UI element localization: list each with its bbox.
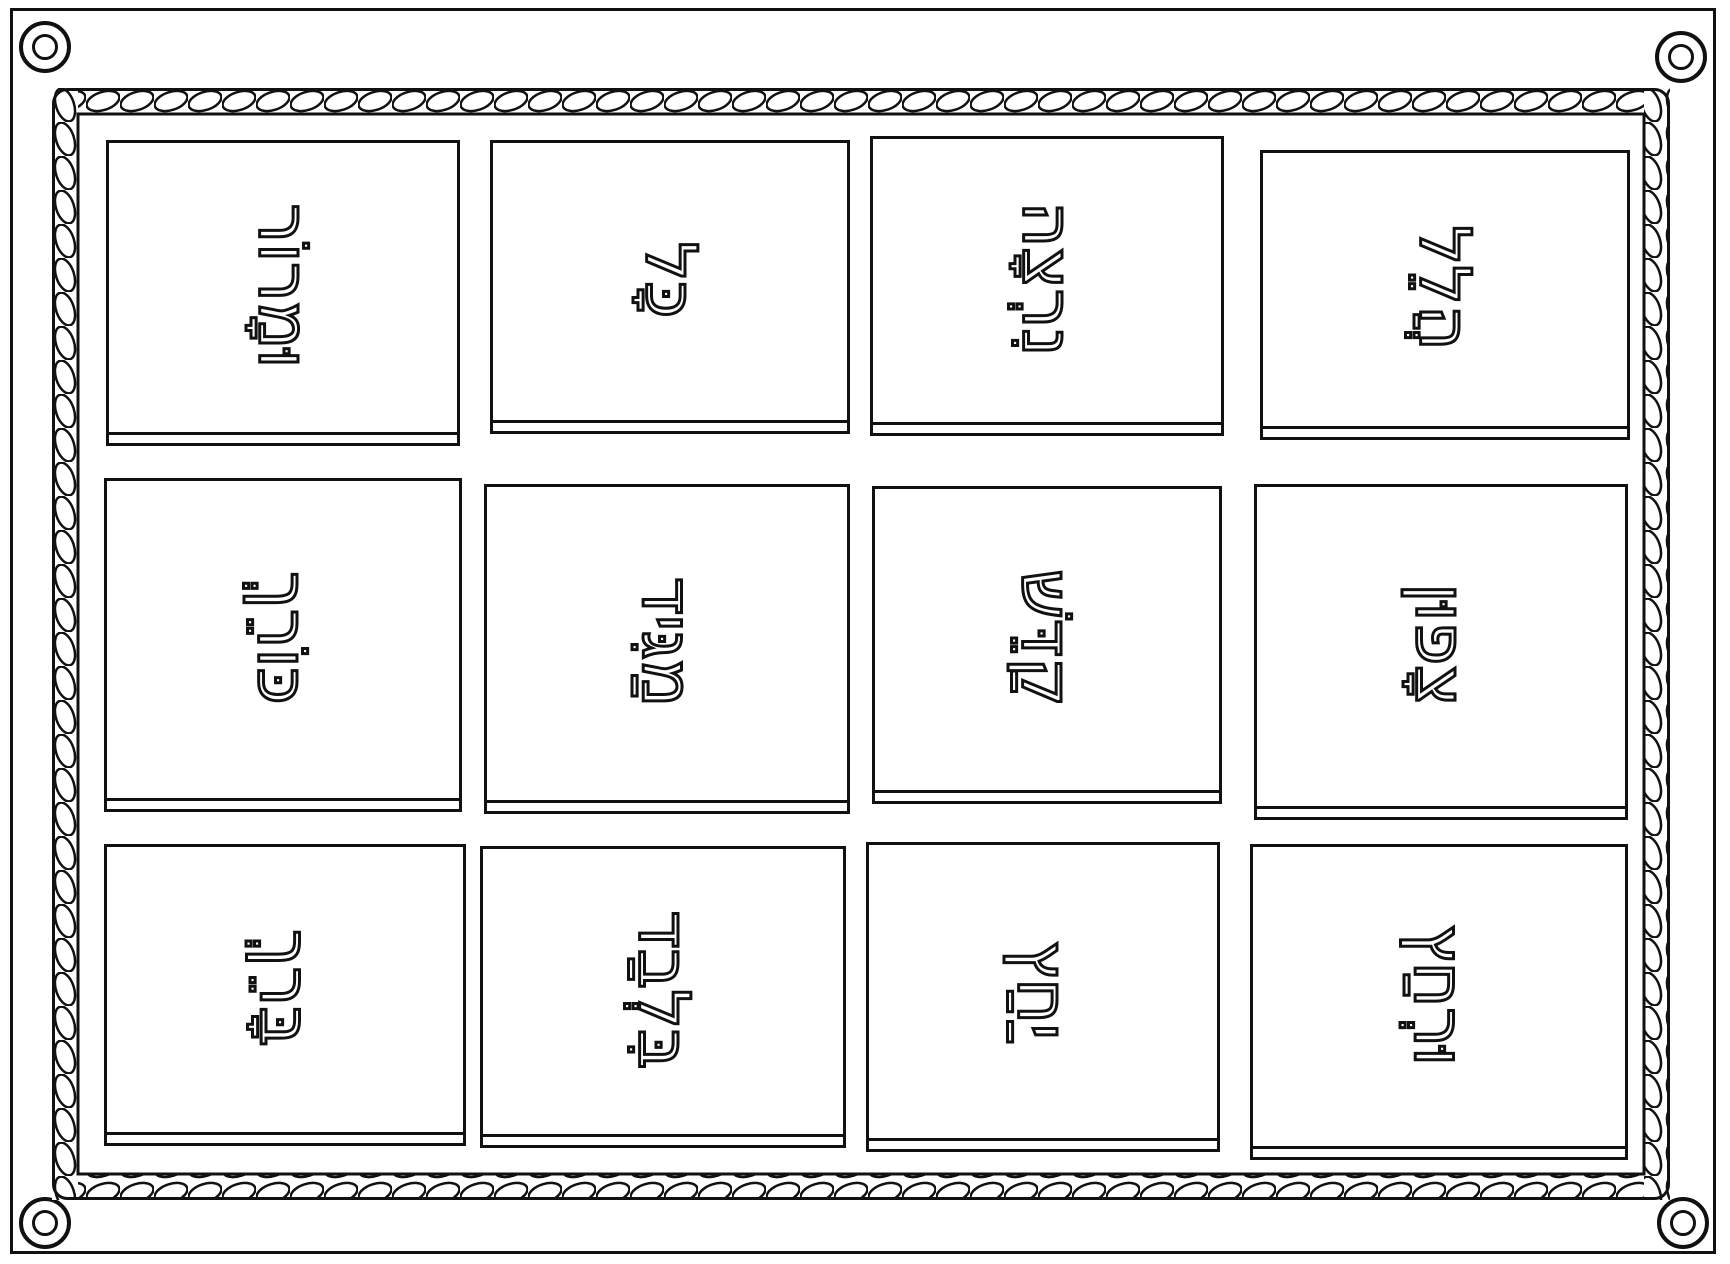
tile-base: [480, 1134, 846, 1148]
tile-base: [104, 1132, 466, 1146]
tile-word: וּמָרוֹר: [242, 204, 324, 369]
tile-word: צָפוּן: [1400, 583, 1482, 706]
word-tile: כָּל: [490, 140, 850, 434]
tile-word: בָּרֵךְ: [244, 929, 326, 1047]
tile-word: נִרְצָה: [1006, 202, 1088, 357]
word-tile: קַדֵּשׁ: [872, 486, 1222, 804]
word-tile: בִּלְבַד: [480, 846, 846, 1148]
tile-word: יַחַץ: [1002, 940, 1084, 1039]
tile-word: כּוֹרֵךְ: [242, 571, 324, 704]
tile-word: מַגִּיד: [626, 577, 708, 707]
tile-word: בִּלְבַד: [622, 911, 704, 1070]
tile-base: [1254, 806, 1628, 820]
tile-base: [490, 420, 850, 434]
tile-base: [484, 800, 850, 814]
tile-word: וּרְחַץ: [1398, 924, 1480, 1066]
word-tile: וּמָרוֹר: [106, 140, 460, 446]
tile-base: [106, 432, 460, 446]
tile-base: [1250, 1146, 1628, 1160]
tile-base: [1260, 426, 1630, 440]
corner-ring-bottom-left: [19, 1197, 71, 1249]
tile-base: [866, 1138, 1220, 1152]
word-tile: הֲלֵל: [1260, 150, 1630, 440]
word-tile: וּרְחַץ: [1250, 844, 1628, 1160]
corner-ring-top-right: [1655, 31, 1707, 83]
corner-ring-top-left: [19, 21, 71, 73]
tile-word: קַדֵּשׁ: [1006, 569, 1088, 706]
tile-base: [872, 790, 1222, 804]
word-tile: נִרְצָה: [870, 136, 1224, 436]
word-tile: יַחַץ: [866, 842, 1220, 1152]
corner-ring-bottom-right: [1657, 1197, 1709, 1249]
word-tile: מַגִּיד: [484, 484, 850, 814]
word-tile: בָּרֵךְ: [104, 844, 466, 1146]
tile-word: הֲלֵל: [1404, 225, 1486, 350]
tile-base: [104, 798, 462, 812]
word-tile: צָפוּן: [1254, 484, 1628, 820]
tile-base: [870, 422, 1224, 436]
tile-word: כָּל: [629, 242, 711, 319]
word-tile: כּוֹרֵךְ: [104, 478, 462, 812]
